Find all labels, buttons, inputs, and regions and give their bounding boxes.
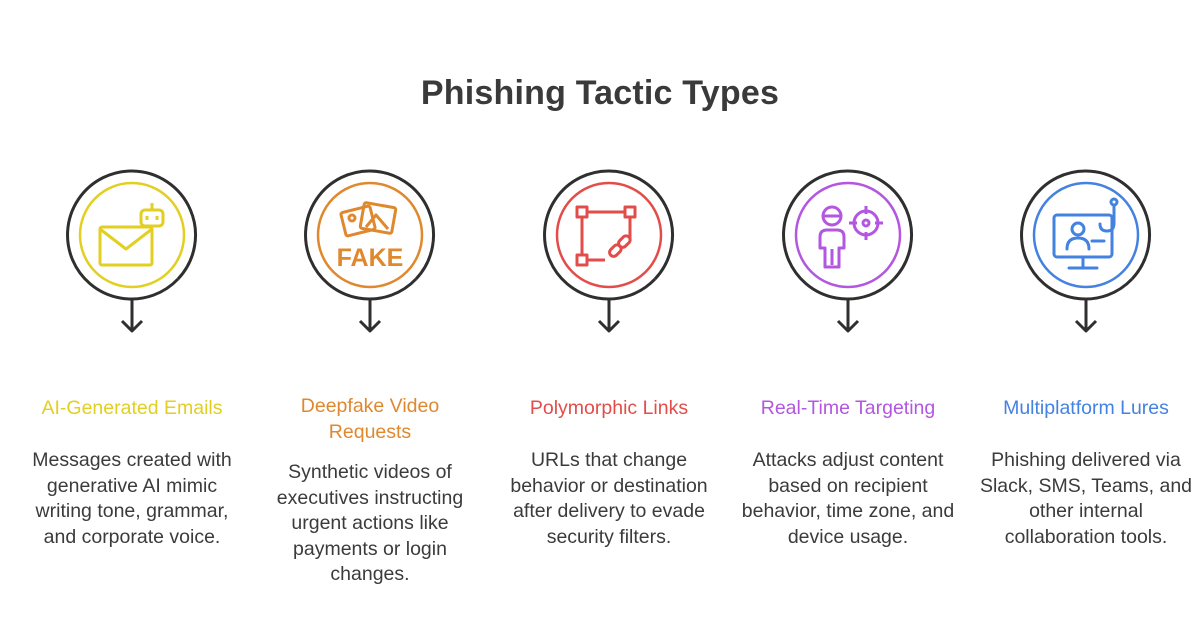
tactic-ring xyxy=(52,165,212,345)
tactic-card-realtime: Real-Time Targeting Attacks adjust conte… xyxy=(728,165,968,625)
tactic-ring xyxy=(1006,165,1166,345)
tactic-description: Messages created with generative AI mimi… xyxy=(32,449,232,548)
ring-graphic: FAKE xyxy=(304,169,435,333)
tactic-description: Attacks adjust content based on recipien… xyxy=(741,449,955,548)
fake-text: FAKE xyxy=(337,244,404,272)
tactic-label: Real-Time Targeting xyxy=(760,397,936,419)
inner-circle xyxy=(794,181,902,289)
tactic-label: Polymorphic Links xyxy=(529,397,689,419)
tactic-description: Phishing delivered via Slack, SMS, Teams… xyxy=(979,449,1193,548)
fake-image-icon xyxy=(339,201,398,238)
link-transform-icon xyxy=(575,205,637,267)
ring-graphic xyxy=(1020,169,1151,333)
inner-circle xyxy=(1032,181,1140,289)
monitor-hook-icon xyxy=(1052,197,1119,270)
tactic-card-multiplatform: Multiplatform Lures Phishing delivered v… xyxy=(966,165,1200,625)
tactic-card-polymorphic: Polymorphic Links URLs that change behav… xyxy=(489,165,729,625)
page-title: Phishing Tactic Types xyxy=(420,74,780,112)
inner-circle xyxy=(316,181,424,289)
tactic-ring: FAKE xyxy=(290,165,450,345)
tactic-description: URLs that change behavior or destination… xyxy=(510,449,708,548)
tactic-ring xyxy=(768,165,928,345)
ring-graphic xyxy=(543,169,674,333)
ring-graphic xyxy=(782,169,913,333)
tactic-card-ai-emails: AI-Generated Emails Messages created wit… xyxy=(12,165,252,625)
inner-circle xyxy=(555,181,663,289)
tactic-description: Synthetic videos of executives instructi… xyxy=(276,461,464,586)
tactic-card-deepfake: FAKE Deepfake Video Requests Synthetic v… xyxy=(250,165,490,625)
person-target-icon xyxy=(818,205,883,269)
tactic-label: AI-Generated Emails xyxy=(41,397,223,419)
robot-email-icon xyxy=(98,203,165,267)
ring-graphic xyxy=(66,169,197,333)
tactic-label: Multiplatform Lures xyxy=(1003,397,1169,419)
tactic-ring xyxy=(529,165,689,345)
tactic-label: Deepfake Video Requests xyxy=(300,395,440,443)
inner-circle xyxy=(78,181,186,289)
